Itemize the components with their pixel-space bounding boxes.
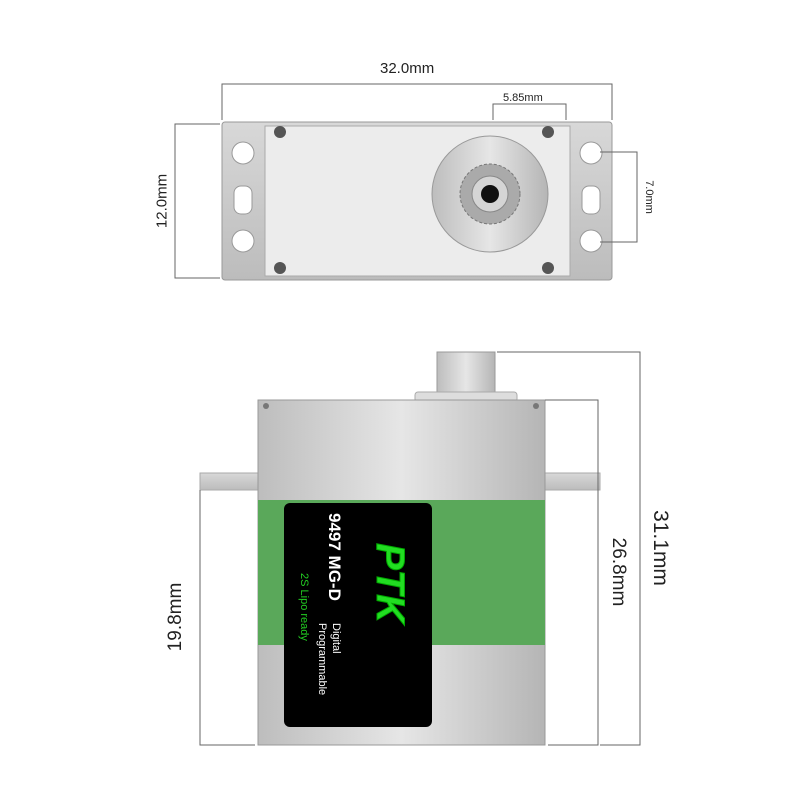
mounting-slot bbox=[233, 185, 253, 215]
label-programmable: Programmable bbox=[316, 623, 328, 696]
mounting-hole bbox=[231, 229, 255, 253]
mounting-hole bbox=[579, 141, 603, 165]
dim-top-width: 32.0mm bbox=[380, 60, 435, 77]
dim-mount-to-bottom: 19.8mm bbox=[165, 582, 186, 652]
dim-hole-spacing: 7.0mm bbox=[643, 180, 655, 214]
dimension-lines bbox=[174, 83, 641, 746]
dim-line-body-height bbox=[545, 399, 599, 746]
dim-line-horn-offset bbox=[492, 103, 567, 120]
label-tagline: 2S Lipo ready bbox=[298, 573, 310, 641]
mounting-hole bbox=[579, 229, 603, 253]
servo-top-view bbox=[221, 121, 613, 281]
screw bbox=[274, 262, 286, 274]
screw bbox=[274, 126, 286, 138]
output-hole bbox=[481, 185, 499, 203]
brand-logo: PTK bbox=[368, 543, 413, 624]
mounting-holes bbox=[231, 141, 603, 253]
output-spline bbox=[436, 351, 496, 395]
product-label: PTK 9497 MG-D Digital Programmable 2S Li… bbox=[284, 503, 432, 727]
screw bbox=[542, 126, 554, 138]
dim-top-height: 12.0mm bbox=[153, 173, 171, 229]
dim-line-total-height bbox=[497, 351, 641, 746]
dim-line-top-width bbox=[221, 83, 613, 120]
mounting-hole bbox=[231, 141, 255, 165]
model-name: 9497 MG-D bbox=[325, 513, 344, 601]
dim-body-height: 26.8mm bbox=[608, 537, 629, 607]
dim-line-mount-to-bottom bbox=[199, 490, 255, 746]
dim-line-hole-spacing bbox=[600, 151, 638, 243]
mounting-slot bbox=[581, 185, 601, 215]
screw bbox=[533, 403, 539, 409]
dim-horn-offset: 5.85mm bbox=[503, 92, 543, 104]
corner-screws bbox=[274, 126, 554, 274]
label-digital: Digital bbox=[330, 623, 342, 654]
screw bbox=[542, 262, 554, 274]
dim-total-height: 31.1mm bbox=[649, 510, 672, 586]
dim-line-top-height bbox=[174, 123, 220, 279]
screw bbox=[263, 403, 269, 409]
